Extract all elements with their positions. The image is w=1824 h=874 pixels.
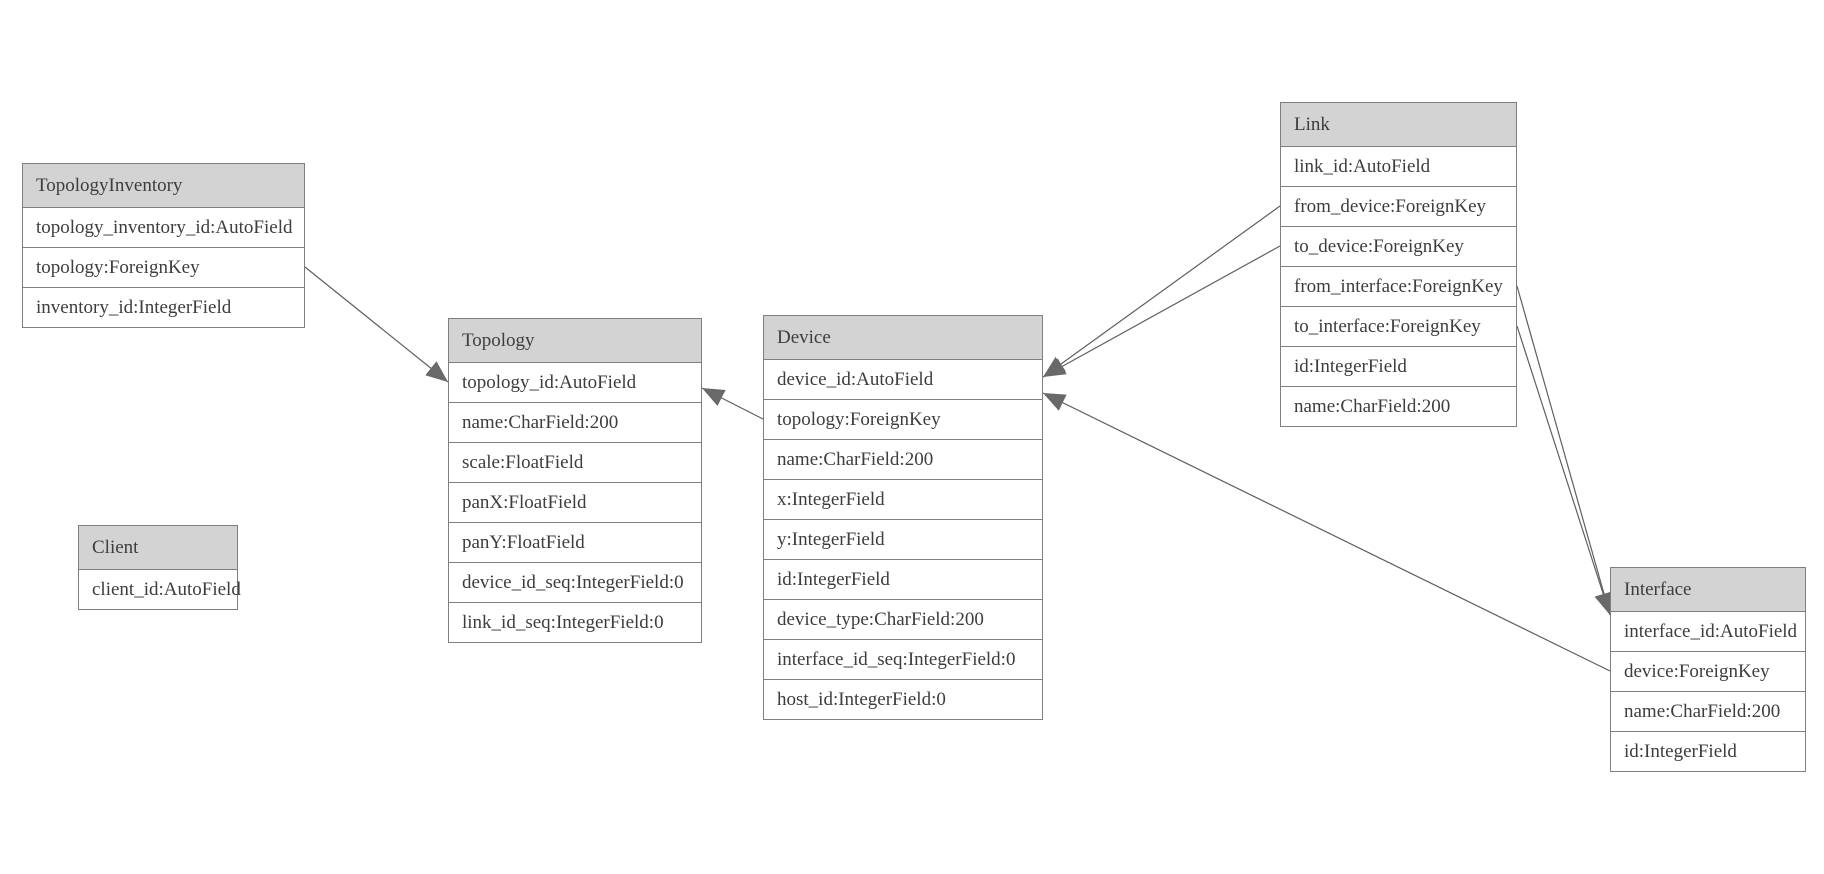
entity-topology-field-panY: panY:FloatField [449, 523, 701, 563]
relationship-interface-device-to-device [1042, 392, 1611, 672]
entity-interface-field-name: name:CharField:200 [1611, 692, 1805, 732]
entity-topology-field-scale: scale:FloatField [449, 443, 701, 483]
entity-topology-field-topology_id: topology_id:AutoField [449, 363, 701, 403]
relationship-device-topology-to-topology [701, 387, 764, 420]
entity-topology-field-device_id_seq: device_id_seq:IntegerField:0 [449, 563, 701, 603]
entity-link-field-link_id: link_id:AutoField [1281, 147, 1516, 187]
entity-interface-field-interface_id: interface_id:AutoField [1611, 612, 1805, 652]
entity-device-field-device_type: device_type:CharField:200 [764, 600, 1042, 640]
relationship-link-to_device-to-device [1042, 245, 1281, 378]
relationship-topologyinventory-topology-to-topology [304, 266, 449, 383]
entity-title: Topology [449, 319, 701, 363]
entity-topology-field-name: name:CharField:200 [449, 403, 701, 443]
entity-device-field-interface_id_seq: interface_id_seq:IntegerField:0 [764, 640, 1042, 680]
entity-device-field-name: name:CharField:200 [764, 440, 1042, 480]
entity-topology-inventory-field-topology_inventory_id: topology_inventory_id:AutoField [23, 208, 304, 248]
relationship-link-from_device-to-device [1042, 205, 1281, 378]
entity-client-field-client_id: client_id:AutoField [79, 570, 241, 609]
entity-interface-field-id: id:IntegerField [1611, 732, 1805, 771]
entity-topology-field-link_id_seq: link_id_seq:IntegerField:0 [449, 603, 701, 642]
entity-link-field-to_interface: to_interface:ForeignKey [1281, 307, 1516, 347]
entity-title: Link [1281, 103, 1516, 147]
entity-field-list: client_id:AutoField [79, 570, 241, 609]
relationship-link-from_interface-to-interface [1516, 285, 1613, 616]
entity-link-field-from_device: from_device:ForeignKey [1281, 187, 1516, 227]
entity-link-field-from_interface: from_interface:ForeignKey [1281, 267, 1516, 307]
entity-device-field-device_id: device_id:AutoField [764, 360, 1042, 400]
entity-topology-field-panX: panX:FloatField [449, 483, 701, 523]
entity-topology-inventory-field-topology: topology:ForeignKey [23, 248, 304, 288]
entity-title: Interface [1611, 568, 1805, 612]
entity-device-field-host_id: host_id:IntegerField:0 [764, 680, 1042, 719]
entity-link-field-name: name:CharField:200 [1281, 387, 1516, 426]
entity-link-field-id: id:IntegerField [1281, 347, 1516, 387]
entity-device-field-topology: topology:ForeignKey [764, 400, 1042, 440]
entity-device-field-x: x:IntegerField [764, 480, 1042, 520]
entity-link-field-to_device: to_device:ForeignKey [1281, 227, 1516, 267]
entity-device-field-id: id:IntegerField [764, 560, 1042, 600]
entity-topology-inventory: TopologyInventory topology_inventory_id:… [22, 163, 305, 328]
entity-title: Client [79, 526, 237, 570]
entity-topology-inventory-field-inventory_id: inventory_id:IntegerField [23, 288, 304, 327]
relationship-link-to_interface-to-interface [1516, 325, 1612, 616]
entity-device-field-y: y:IntegerField [764, 520, 1042, 560]
entity-client: Client client_id:AutoField [78, 525, 241, 610]
entity-interface-field-device: device:ForeignKey [1611, 652, 1805, 692]
entity-title: Device [764, 316, 1042, 360]
entity-title: TopologyInventory [23, 164, 304, 208]
